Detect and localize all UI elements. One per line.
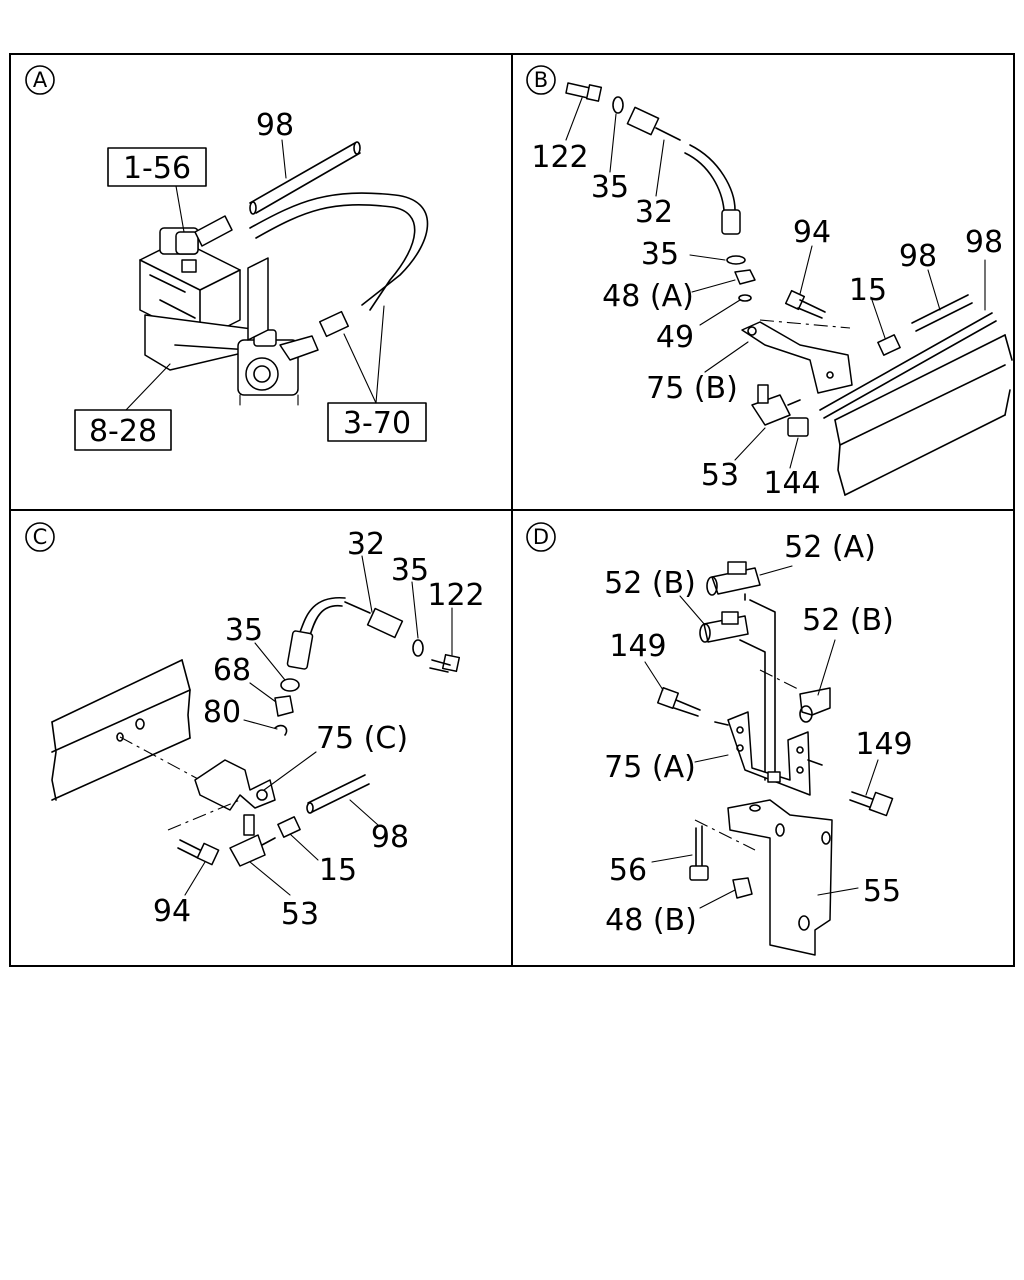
elbow-52b <box>799 687 831 723</box>
panel-b: B <box>526 65 1013 501</box>
label-149-right: 149 <box>855 727 912 762</box>
tee-53-b <box>751 384 801 426</box>
washer-35-b <box>612 96 624 114</box>
svg-text:D: D <box>533 525 549 549</box>
diagram-frame <box>9 53 1015 967</box>
hose-98-a <box>249 141 361 215</box>
valve-assembly-a <box>139 215 241 341</box>
label-56: 56 <box>609 853 647 888</box>
label-75c: 75 (C) <box>316 721 408 756</box>
bolt-122-c <box>429 653 461 673</box>
label-75a: 75 (A) <box>604 750 696 785</box>
label-94: 94 <box>793 215 831 250</box>
hoses-98-b <box>819 294 997 419</box>
hose-32-b <box>626 106 741 235</box>
label-94-c: 94 <box>153 894 191 929</box>
svg-text:B: B <box>534 68 548 92</box>
tee-52b-upper <box>699 611 749 643</box>
leaders-c <box>184 555 453 896</box>
label-53-c: 53 <box>281 897 319 932</box>
label-53: 53 <box>701 458 739 493</box>
label-15: 15 <box>849 273 887 308</box>
label-48b: 48 (B) <box>605 903 697 938</box>
panel-c-badge: C <box>25 522 55 552</box>
pump-a <box>237 329 319 406</box>
label-68: 68 <box>213 653 251 688</box>
label-15-c: 15 <box>319 853 357 888</box>
panel-d-badge: D <box>526 522 556 552</box>
label-98: 98 <box>256 108 294 143</box>
washer-35a-c <box>280 678 300 692</box>
label-35b-c: 35 <box>391 553 429 588</box>
clip-80-c <box>274 724 288 736</box>
bolt-94-c <box>177 839 220 866</box>
label-55: 55 <box>863 874 901 909</box>
label-35b: 35 <box>641 237 679 272</box>
svg-text:8-28: 8-28 <box>89 414 157 449</box>
label-144: 144 <box>763 466 820 501</box>
plate-a <box>247 257 269 341</box>
lockwasher-49-b <box>738 294 752 302</box>
coupler-a <box>318 310 350 338</box>
fitting-144-b <box>787 417 809 437</box>
svg-text:3-70: 3-70 <box>343 406 411 441</box>
boxed-ref-1-56: 1-56 <box>107 147 207 187</box>
nut-48b <box>732 877 753 899</box>
hose-32-c <box>286 597 404 670</box>
panel-a-badge: A <box>25 65 55 95</box>
label-52b-upper: 52 (B) <box>604 566 696 601</box>
leaders-b <box>565 97 986 469</box>
label-98b: 98 <box>965 225 1003 260</box>
label-48a: 48 (A) <box>602 279 694 314</box>
washer-35b-c <box>412 639 424 657</box>
label-80: 80 <box>203 695 241 730</box>
svg-text:C: C <box>33 525 48 549</box>
frame-rail-c <box>51 659 201 801</box>
bolt-94-b <box>784 289 826 319</box>
panel-d: D <box>526 522 913 956</box>
svg-text:1-56: 1-56 <box>123 151 191 186</box>
bolt-149-left <box>656 686 701 717</box>
bolt-149-right <box>849 791 894 817</box>
label-122: 122 <box>531 140 588 175</box>
label-98-c: 98 <box>371 820 409 855</box>
label-35a-c: 35 <box>225 613 263 648</box>
panel-b-badge: B <box>526 65 556 95</box>
label-32: 32 <box>635 195 673 230</box>
boxed-ref-3-70: 3-70 <box>327 402 427 442</box>
frame-rail-b <box>834 334 1013 496</box>
label-122-c: 122 <box>427 578 484 613</box>
svg-text:A: A <box>33 68 48 92</box>
label-52a: 52 (A) <box>784 530 876 565</box>
label-149-left: 149 <box>609 629 666 664</box>
washer-35b-b <box>726 255 746 265</box>
tubes-d <box>739 599 801 781</box>
stay-55 <box>694 799 833 956</box>
bracket-75c <box>167 759 276 831</box>
bracket-75b <box>741 319 853 394</box>
label-98a: 98 <box>899 239 937 274</box>
panel-c: C <box>25 522 485 932</box>
tee-52a <box>706 561 761 601</box>
label-35a: 35 <box>591 170 629 205</box>
fitting-15-c <box>277 816 301 838</box>
bent-pipe-a <box>249 192 429 311</box>
label-32-c: 32 <box>347 527 385 562</box>
leaders-a <box>125 139 385 411</box>
nut-48a-b <box>734 269 756 285</box>
panel-a: A <box>25 65 429 451</box>
boxed-ref-8-28: 8-28 <box>74 409 172 451</box>
nut-68-c <box>274 695 294 717</box>
bracket-75a <box>714 711 823 796</box>
label-75b: 75 (B) <box>646 371 738 406</box>
bolt-56 <box>689 825 709 881</box>
fitting-15-b <box>877 334 901 356</box>
leaders-d <box>644 565 879 909</box>
hose-98-c <box>306 774 370 814</box>
bolt-122-b <box>565 82 603 102</box>
label-49: 49 <box>656 320 694 355</box>
label-52b-right: 52 (B) <box>802 603 894 638</box>
tee-53-c <box>229 814 276 867</box>
